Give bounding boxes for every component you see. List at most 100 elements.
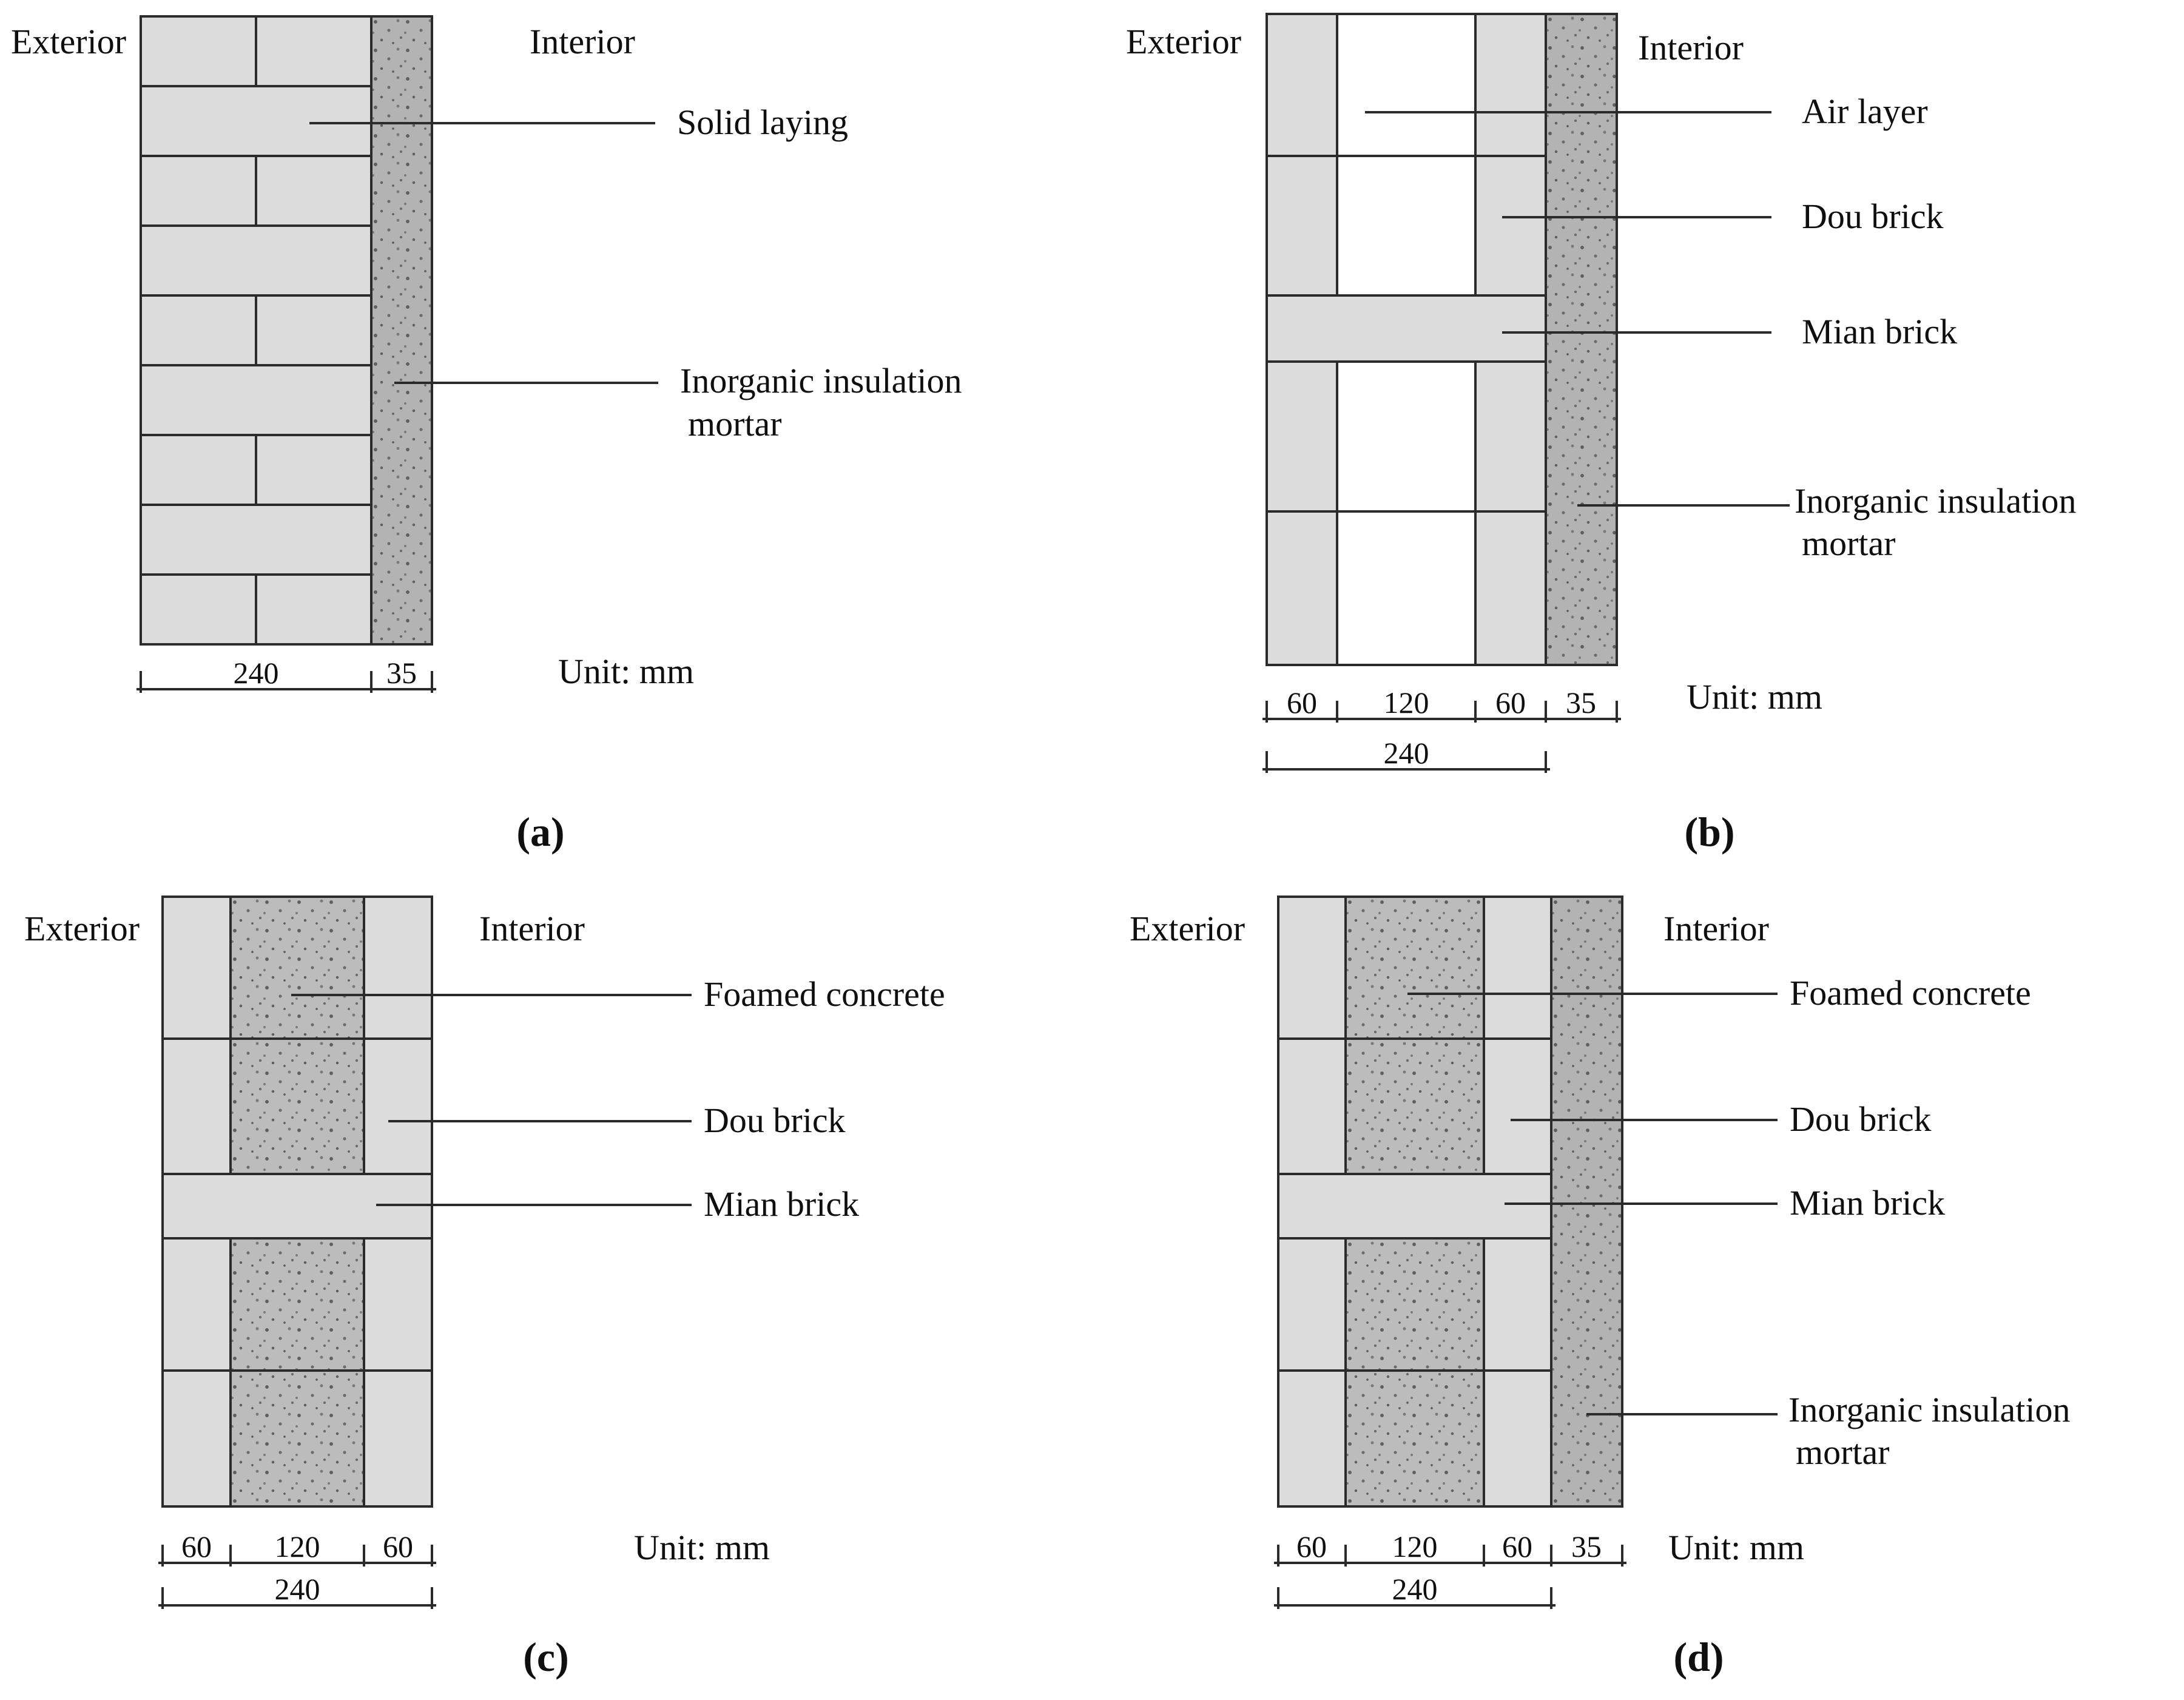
wall-a-dim-tick: [431, 671, 433, 693]
unit-label: Unit: mm: [1668, 1528, 1804, 1567]
wall-b-total-dim-tick: [1266, 751, 1268, 773]
brick-vertical-joint: [1483, 897, 1485, 1174]
wall-mian-brick-band: [1267, 295, 1546, 362]
figure-caption: (a): [516, 809, 565, 855]
interior-label: Interior: [479, 909, 585, 948]
brick-course-joint: [1267, 360, 1546, 363]
annotation-foamed-concrete: Foamed concrete: [1790, 973, 2031, 1013]
annotation-insulation-line1: Inorganic insulation: [1795, 481, 2077, 521]
wall-d-dim-label: 60: [1296, 1530, 1327, 1563]
unit-label: Unit: mm: [1687, 677, 1822, 717]
wall-d-dim-label: 35: [1571, 1530, 1602, 1563]
brick-vertical-joint: [1344, 897, 1347, 1174]
wall-a-dim-label: 240: [233, 656, 279, 690]
exterior-label: Exterior: [1126, 22, 1242, 61]
annotation-solid-laying: Solid laying: [677, 103, 848, 142]
dou-brick-leader-line: [388, 1120, 692, 1122]
brick-course-joint: [1278, 1237, 1551, 1240]
brick-course-joint: [1267, 294, 1546, 297]
annotation-mian-brick: Mian brick: [1790, 1183, 1946, 1223]
wall-border-top: [1278, 896, 1622, 898]
brick-course-joint: [1278, 1037, 1551, 1040]
wall-c-dim-tick: [161, 1545, 164, 1567]
wall-d-dim-label: 60: [1502, 1530, 1532, 1563]
foamed-concrete-leader-line: [291, 994, 692, 996]
wall-c-dim-tick: [431, 1545, 433, 1567]
wall-a-dim-tick: [370, 671, 372, 693]
brick-course-joint: [1267, 510, 1546, 513]
wall-d-dim-tick: [1483, 1545, 1485, 1567]
brick-course-joint: [1278, 1369, 1551, 1372]
brick-mortar-divider: [370, 15, 372, 646]
annotation-dou-brick: Dou brick: [704, 1101, 846, 1140]
brick-course-joint: [141, 504, 371, 506]
exterior-label: Exterior: [24, 909, 140, 948]
wall-border-bottom: [1267, 664, 1617, 666]
annotation-mian-brick: Mian brick: [704, 1184, 860, 1224]
brick-head-joint: [255, 435, 257, 505]
brick-vertical-joint: [229, 1238, 232, 1506]
brick-head-joint: [255, 16, 257, 86]
figure-caption: (c): [523, 1634, 569, 1680]
figure-caption: (d): [1673, 1634, 1724, 1680]
interior-label: Interior: [1638, 28, 1744, 67]
brick-head-joint: [255, 575, 257, 644]
wall-a-dim-label: 35: [386, 656, 417, 690]
wall-c-dim-label: 60: [383, 1530, 413, 1563]
figure-caption: (b): [1684, 809, 1735, 855]
wall-border-bottom: [141, 643, 432, 646]
exterior-label: Exterior: [1130, 909, 1245, 948]
brick-vertical-joint: [363, 1238, 365, 1506]
wall-b-total-dim-label: 240: [1383, 736, 1429, 770]
wall-d-dim-tick: [1621, 1545, 1623, 1567]
wall-border-left: [1266, 13, 1268, 666]
brick-vertical-joint: [1344, 1238, 1347, 1506]
wall-c-dim-tick: [363, 1545, 365, 1567]
wall-b-dim-label: 120: [1383, 686, 1429, 720]
wall-c-total-dim-tick: [161, 1587, 164, 1609]
brick-head-joint: [255, 156, 257, 226]
wall-b-dim-tick: [1474, 701, 1477, 723]
interior-label: Interior: [530, 22, 635, 61]
wall-d-total-dim-label: 240: [1392, 1572, 1438, 1606]
unit-label: Unit: mm: [634, 1528, 770, 1567]
wall-border-bottom: [163, 1505, 432, 1508]
dou-brick-leader-line: [1511, 1119, 1778, 1121]
wall-mortar-layer: [1551, 897, 1622, 1506]
brick-vertical-joint: [1483, 1238, 1485, 1506]
wall-mian-brick-band: [163, 1174, 432, 1238]
wall-border-top: [141, 15, 432, 18]
brick-course-joint: [1267, 155, 1546, 157]
insulation-mortar-leader-line: [1586, 1413, 1778, 1415]
wall-mortar-layer: [371, 16, 432, 644]
wall-c-total-dim-label: 240: [274, 1572, 320, 1606]
wall-c-total-dim-tick: [431, 1587, 433, 1609]
interior-label: Interior: [1663, 909, 1769, 948]
brick-course-joint: [163, 1037, 432, 1040]
wall-border-top: [1267, 13, 1617, 15]
wall-c-dim-label: 120: [274, 1530, 320, 1563]
insulation-mortar-leader-line: [1577, 504, 1790, 507]
wall-border-right: [431, 896, 433, 1508]
wall-b-dim-label: 35: [1566, 686, 1596, 720]
wall-border-left: [140, 15, 142, 646]
wall-border-left: [161, 896, 164, 1508]
wall-d-total-dim-tick: [1277, 1587, 1279, 1609]
brick-course-joint: [1278, 1173, 1551, 1175]
brick-course-joint: [141, 85, 371, 87]
wall-b-dim-label: 60: [1495, 686, 1526, 720]
foamed-concrete-leader-line: [1407, 993, 1778, 995]
annotation-insulation-line2: mortar: [1796, 1432, 1890, 1472]
wall-b-dim-tick: [1266, 701, 1268, 723]
wall-mian-brick-band: [1278, 1174, 1551, 1238]
wall-a-dim-line: [136, 688, 436, 690]
annotation-dou-brick: Dou brick: [1802, 197, 1944, 236]
annotation-foamed-concrete: Foamed concrete: [704, 974, 945, 1014]
brick-course-joint: [163, 1173, 432, 1175]
wall-b-dim-tick: [1616, 701, 1618, 723]
brick-mortar-divider: [1550, 896, 1552, 1508]
wall-b-dim-tick: [1336, 701, 1338, 723]
annotation-mian-brick: Mian brick: [1802, 312, 1958, 351]
mian-brick-leader-line: [376, 1204, 692, 1206]
